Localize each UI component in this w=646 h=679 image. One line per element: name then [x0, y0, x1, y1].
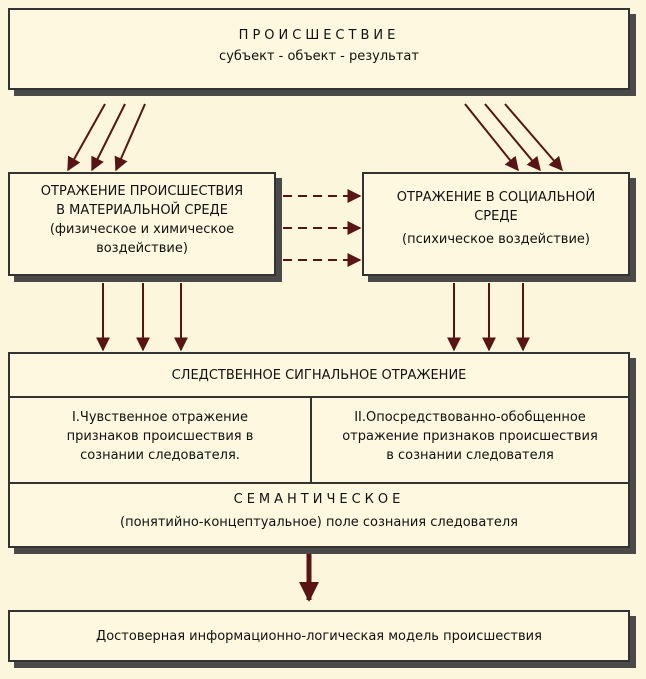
sensory-line1: I.Чувственное отражение — [71, 410, 249, 425]
incident-box: ПРОИСШЕСТВИЕ субъект - объект - результа… — [8, 8, 630, 90]
social-line3: (психическое воздействие) — [402, 232, 590, 247]
sensory-line2: признаков происшествия в — [66, 429, 254, 444]
model-text: Достоверная информационно-логическая мод… — [96, 629, 542, 644]
incident-subtitle: субъект - объект - результат — [219, 49, 419, 64]
semantic-field-row: СЕМАНТИЧЕСКОЕ (понятийно-концептуальное)… — [10, 484, 628, 546]
arrow-incident-to-social-1 — [464, 103, 519, 172]
material-line4: воздействие) — [96, 241, 188, 256]
mediated-line2: отражение признаков происшествия — [342, 429, 598, 444]
signal-title-row: СЛЕДСТВЕННОЕ СИГНАЛЬНОЕ ОТРАЖЕНИЕ — [10, 354, 628, 398]
sensory-line3: сознании следователя. — [80, 448, 240, 463]
social-line2: СРЕДЕ — [474, 209, 518, 224]
arrow-incident-to-material-3 — [114, 103, 146, 172]
signal-title: СЛЕДСТВЕННОЕ СИГНАЛЬНОЕ ОТРАЖЕНИЕ — [171, 368, 467, 383]
material-line1: ОТРАЖЕНИЕ ПРОИСШЕСТВИЯ — [40, 184, 244, 199]
semantic-subtitle: (понятийно-концептуальное) поле сознания… — [120, 515, 518, 530]
material-line3: (физическое и химическое — [49, 222, 235, 237]
mediated-reflection-cell: II.Опосредствованно-обобщенное отражение… — [312, 398, 628, 484]
arrow-incident-to-social-2 — [484, 103, 541, 172]
social-reflection-box: ОТРАЖЕНИЕ В СОЦИАЛЬНОЙ СРЕДЕ (психическо… — [362, 172, 630, 276]
arrow-incident-to-social-3 — [504, 103, 563, 172]
arrow-incident-to-material-2 — [91, 103, 126, 172]
social-line1: ОТРАЖЕНИЕ В СОЦИАЛЬНОЙ — [396, 190, 596, 205]
mediated-line3: в сознании следователя — [386, 448, 554, 463]
material-line2: В МАТЕРИАЛЬНОЙ СРЕДЕ — [56, 203, 228, 218]
sensory-reflection-cell: I.Чувственное отражение признаков происш… — [10, 398, 312, 484]
model-box: Достоверная информационно-логическая мод… — [8, 610, 630, 662]
signal-reflection-block: СЛЕДСТВЕННОЕ СИГНАЛЬНОЕ ОТРАЖЕНИЕ I.Чувс… — [8, 352, 630, 548]
mediated-line1: II.Опосредствованно-обобщенное — [354, 410, 586, 425]
material-reflection-box: ОТРАЖЕНИЕ ПРОИСШЕСТВИЯ В МАТЕРИАЛЬНОЙ СР… — [8, 172, 276, 276]
arrow-incident-to-material-1 — [67, 103, 106, 172]
semantic-title: СЕМАНТИЧЕСКОЕ — [233, 492, 405, 507]
incident-title: ПРОИСШЕСТВИЕ — [238, 28, 400, 43]
